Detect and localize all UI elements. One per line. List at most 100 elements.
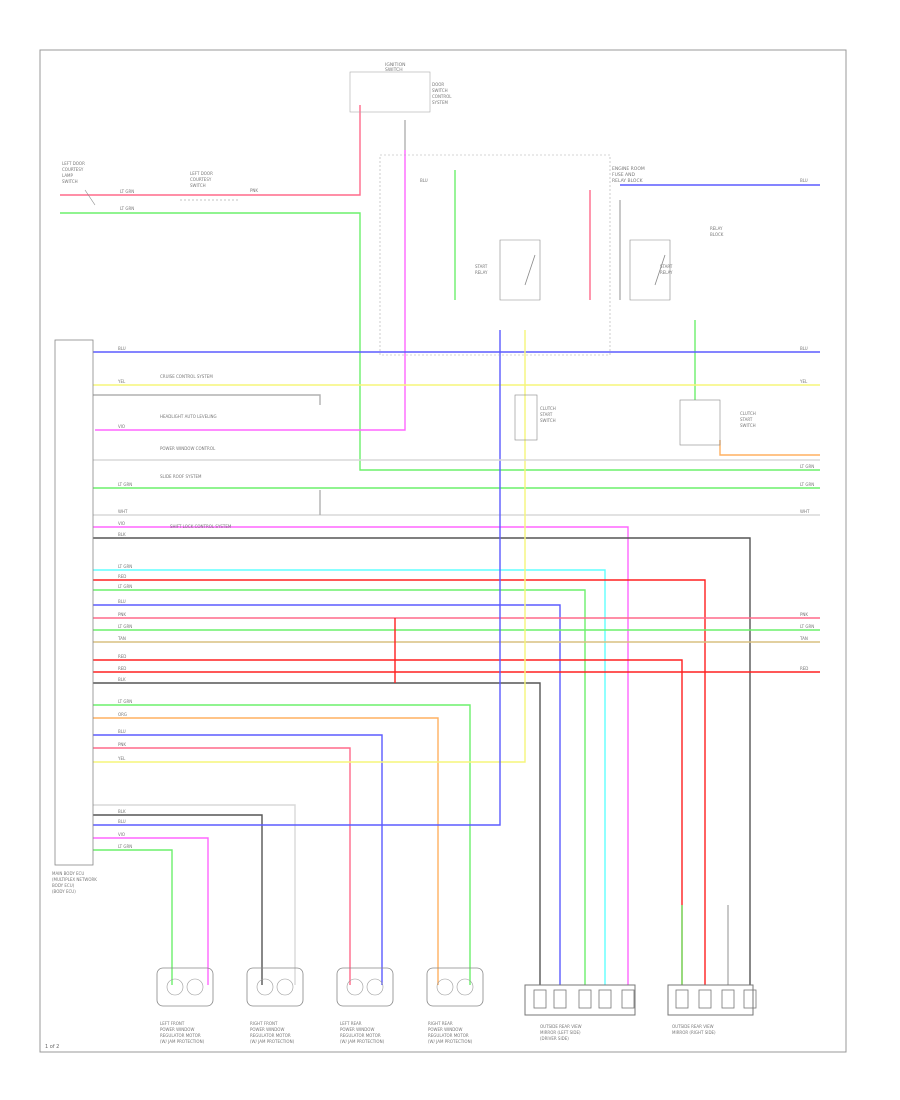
motor-2-l3: REGULATOR MOTOR (250, 1033, 291, 1038)
lds-3: SWITCH (190, 183, 206, 188)
lds-1: LEFT DOOR (190, 171, 213, 176)
motor-1-l2: POWER WINDOW (160, 1027, 194, 1032)
wire-label-left-24: VIO (118, 832, 125, 837)
wire-label-left-7: LT GRN (118, 564, 132, 569)
conn-a-pin-3 (598, 989, 612, 1009)
conn-b-1: OUTSIDE REAR VIEW (672, 1024, 714, 1029)
note-1: CRUISE CONTROL SYSTEM (160, 374, 213, 379)
wire-label-left-11: PNK (118, 612, 126, 617)
page-reference: 1 of 2 (45, 1044, 59, 1050)
motor-gear-1 (166, 978, 184, 996)
wire-label-left-18: ORG (118, 712, 127, 717)
left-door-courtesy-switch: LEFT DOOR COURTESY LAMP SWITCH LEFT DOOR… (62, 161, 240, 206)
ldc-3: LAMP (62, 173, 74, 178)
wire-label-left-21: YEL (117, 756, 126, 761)
wire-label-right-4: WHT (800, 509, 810, 514)
relay-a-1: START (475, 264, 488, 269)
clutch-2: START (740, 417, 753, 422)
motor-4-l3: REGULATOR MOTOR (428, 1033, 469, 1038)
wire-orange-clutch (719, 440, 820, 456)
ign-note-1: DOOR (432, 82, 444, 87)
conn-b-pin-3 (743, 989, 757, 1009)
motor-3-l3: REGULATOR MOTOR (340, 1033, 381, 1038)
conn-b-pin-1 (698, 989, 712, 1009)
wire-ltgrn-4 (93, 704, 471, 985)
wire-label-left-12: LT GRN (118, 624, 132, 629)
motor-gear-3 (346, 978, 364, 996)
conn-a-pin-0 (533, 989, 547, 1009)
motor-body-3 (336, 967, 394, 1007)
wire-black-1 (93, 537, 751, 985)
relay-b-1: START (660, 264, 673, 269)
ecu-label-1: MAIN BODY ECU (52, 871, 84, 876)
wire-ltgrn-top (60, 212, 820, 471)
wire-pink-2 (93, 747, 351, 985)
wire-violet-1 (93, 526, 629, 985)
motor-1-l3: REGULATOR MOTOR (160, 1033, 201, 1038)
mid-switch: CLUTCH START SWITCH CLUTCH START SWITCH (514, 394, 756, 446)
fuse-box-label-3: RELAY BLOCK (612, 178, 644, 184)
mid-switch-2: START (540, 412, 553, 417)
motor-gear-b-3 (366, 978, 384, 996)
ecu-notes: CRUISE CONTROL SYSTEM HEADLIGHT AUTO LEV… (160, 374, 232, 529)
fuse-box-label-1: ENGINE ROOM (612, 166, 645, 172)
wire-blue-3 (93, 734, 383, 985)
ignition-label-2: SWITCH (385, 67, 403, 73)
wire-label-right-2: LT GRN (800, 464, 814, 469)
ign-note-4: SYSTEM (432, 100, 448, 105)
wire-label-left-9: LT GRN (118, 584, 132, 589)
motor-gear-2 (256, 978, 274, 996)
wire-label-right-3: LT GRN (800, 482, 814, 487)
wire-label-right-8: RED (800, 666, 808, 671)
wire-label-left-2: VIO (118, 424, 125, 429)
wire-blue-4 (93, 330, 501, 826)
wire-label-left-4: WHT (118, 509, 128, 514)
motor-2-l1: RIGHT FRONT (250, 1021, 278, 1026)
wire-label-left-16: BLK (118, 677, 126, 682)
motor-2-l4: (W/ JAM PROTECTION) (250, 1039, 295, 1044)
motor-gear-b-1 (186, 978, 204, 996)
wire-label-left-17: LT GRN (118, 699, 132, 704)
conn-a-2: MIRROR (LEFT SIDE) (540, 1030, 581, 1035)
motor-gear-b-4 (456, 978, 474, 996)
note-4: SLIDE ROOF SYSTEM (160, 474, 202, 479)
motor-2-l2: POWER WINDOW (250, 1027, 284, 1032)
ign-note-2: SWITCH (432, 88, 448, 93)
motor-1-l4: (W/ JAM PROTECTION) (160, 1039, 205, 1044)
motor-1-l1: LEFT FRONT (160, 1021, 185, 1026)
motor-gear-b-2 (276, 978, 294, 996)
motor-3-l4: (W/ JAM PROTECTION) (340, 1039, 385, 1044)
wire-label-left-6: BLK (118, 532, 126, 537)
wire-label-left-1: YEL (117, 379, 126, 384)
main-body-ecu: MAIN BODY ECU (MULTIPLEX NETWORK BODY EC… (52, 339, 97, 894)
conn-a-pin-2 (578, 989, 592, 1009)
motor-4-l1: RIGHT REAR (428, 1021, 453, 1026)
relay-a-2: RELAY (475, 270, 488, 275)
mid-switch-3: SWITCH (540, 418, 556, 423)
diagram-border (39, 49, 847, 1053)
wire-blue-2 (93, 604, 561, 985)
ignition-label-1: IGNITION (385, 62, 406, 68)
wire-label-right-6: LT GRN (800, 624, 814, 629)
wire-label-left-5: VIO (118, 521, 125, 526)
wire-ltgrn-2 (93, 589, 586, 985)
conn-a-pin-4 (621, 989, 635, 1009)
window-motors (156, 967, 484, 1007)
wire-label-left-3: LT GRN (118, 482, 132, 487)
connector-a: OUTSIDE REAR VIEW MIRROR (LEFT SIDE) (DR… (524, 984, 636, 1041)
mid-switch-1: CLUTCH (540, 406, 556, 411)
wire-gray-1 (93, 394, 321, 405)
wire-label-left-14: RED (118, 654, 126, 659)
relay-note-1: RELAY (710, 226, 723, 231)
label-blu-top: BLU (420, 178, 428, 183)
ldc-1: LEFT DOOR (62, 161, 85, 166)
wire-label-right-1: YEL (799, 379, 808, 384)
wire-label-left-20: PNK (118, 742, 126, 747)
conn-a-pin-1 (553, 989, 567, 1009)
clutch-3: SWITCH (740, 423, 756, 428)
motor-4-l2: POWER WINDOW (428, 1027, 462, 1032)
label-ltgrn-top2: LT GRN (120, 189, 134, 194)
wire-yellow-2 (93, 330, 526, 763)
ignition-switch: IGNITION SWITCH DOOR SWITCH CONTROL SYST… (349, 62, 452, 113)
